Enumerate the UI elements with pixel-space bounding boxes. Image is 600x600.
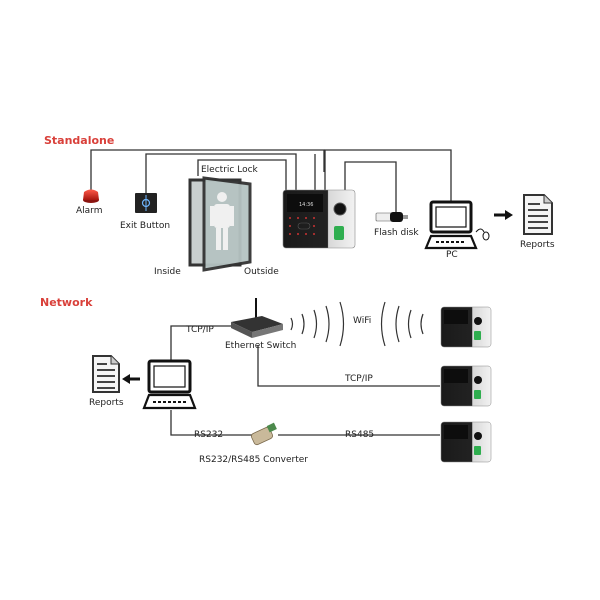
- wire-flash-disk: [344, 161, 397, 213]
- network-wires: [170, 325, 440, 436]
- wire-electric-lock: [197, 159, 287, 190]
- ethernet-switch-icon: [231, 298, 283, 338]
- label-tcpip-terminal: TCP/IP: [345, 374, 373, 384]
- terminal-wifi-icon: [440, 306, 492, 348]
- terminal-rs485-icon: [440, 421, 492, 463]
- wifi-waves-icon: [290, 301, 424, 347]
- arrow-left-icon: [122, 374, 140, 384]
- label-exit-button: Exit Button: [120, 221, 171, 231]
- converter-icon: [250, 422, 277, 446]
- wire-pc-rs232: [170, 410, 262, 436]
- label-reports-standalone: Reports: [520, 240, 555, 250]
- arrow-right-icon: [494, 210, 513, 220]
- terminal-standalone-icon: 14:36: [282, 189, 356, 249]
- label-alarm: Alarm: [76, 206, 103, 216]
- label-inside: Inside: [154, 267, 181, 277]
- flash-disk-icon: [375, 212, 408, 222]
- wire-exit-button: [145, 153, 297, 196]
- svg-text:14:36: 14:36: [299, 202, 313, 208]
- exit-button-icon: [135, 193, 157, 213]
- label-electric-lock: Electric Lock: [201, 165, 258, 175]
- label-flash-disk: Flash disk: [374, 228, 419, 238]
- report-standalone-icon: [523, 194, 553, 235]
- wire-switch-terminal2: [257, 345, 440, 387]
- standalone-wires: [90, 149, 452, 213]
- wire-pc-switch: [170, 325, 231, 362]
- pc-standalone-icon: [424, 200, 490, 250]
- label-pc: PC: [446, 250, 458, 260]
- alarm-icon: [83, 189, 99, 203]
- wire-pc: [324, 149, 452, 202]
- label-outside: Outside: [244, 267, 279, 277]
- door-icon: [188, 176, 252, 272]
- label-converter: RS232/RS485 Converter: [199, 455, 309, 465]
- wire-alarm: [90, 149, 325, 190]
- label-tcpip-switch: TCP/IP: [186, 325, 214, 335]
- pc-network-icon: [142, 359, 197, 410]
- section-title-network: Network: [40, 296, 93, 309]
- terminal-tcpip-icon: [440, 365, 492, 407]
- report-network-icon: [92, 355, 120, 393]
- label-rs232: RS232: [194, 430, 224, 440]
- section-title-standalone: Standalone: [44, 134, 115, 147]
- label-rs485: RS485: [345, 430, 375, 440]
- label-wifi: WiFi: [353, 316, 372, 326]
- label-ethernet-switch: Ethernet Switch: [225, 341, 297, 351]
- label-reports-network: Reports: [89, 398, 124, 408]
